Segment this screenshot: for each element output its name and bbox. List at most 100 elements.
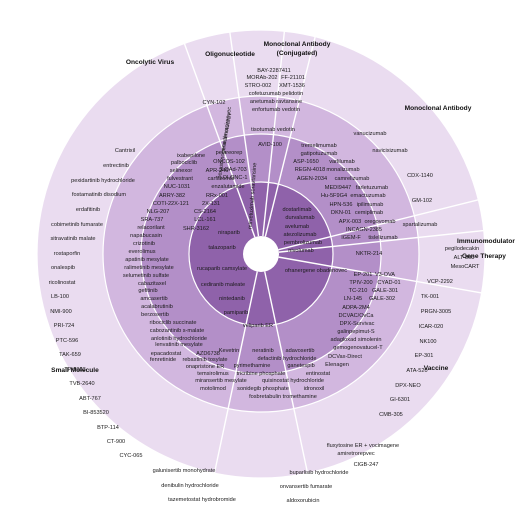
drug-label: aldoxorubicin bbox=[287, 498, 320, 504]
drug-label: PRGN-3005 bbox=[421, 309, 451, 315]
sector-divider bbox=[264, 271, 309, 474]
drug-label: galunisertib monohydrate bbox=[153, 468, 216, 474]
drug-label: TAK-659 bbox=[59, 352, 81, 358]
drug-label: LOAd-703 bbox=[221, 167, 247, 173]
drug-label: ribociclib succinate bbox=[150, 320, 197, 326]
drug-label: fulvestrant bbox=[167, 176, 193, 182]
drug-label: lenvatinib mesylate bbox=[155, 342, 203, 348]
drug-label: ABT-767 bbox=[79, 396, 101, 402]
drug-label: nivolumab bbox=[288, 248, 314, 254]
category-label: (Conjugated) bbox=[277, 50, 318, 57]
drug-label: enfortumab vedotin bbox=[252, 107, 300, 113]
drug-label: COTI-2 bbox=[153, 201, 171, 207]
drug-label: avelumab bbox=[285, 224, 309, 230]
drug-label: enzalutamide bbox=[211, 184, 244, 190]
drug-label: Kevetrin bbox=[219, 348, 240, 354]
sector-divider bbox=[278, 229, 484, 253]
sector-divider bbox=[262, 31, 286, 237]
drug-label: tricribine phosphate bbox=[237, 371, 286, 377]
drug-label: 2X-121 bbox=[171, 201, 189, 207]
drug-label: SRA-737 bbox=[141, 217, 164, 223]
drug-label: everolimus bbox=[128, 249, 155, 255]
drug-label: pexidartinib hydrochloride bbox=[71, 178, 135, 184]
sector-divider bbox=[264, 36, 316, 237]
drug-label: PTC-596 bbox=[56, 338, 78, 344]
drug-label: selumetinib sulfate bbox=[123, 273, 169, 279]
drug-label: pegilodecakin bbox=[445, 246, 479, 252]
drug-label: tislelizumab bbox=[368, 235, 397, 241]
drug-label: vanucizumab bbox=[354, 131, 387, 137]
drug-label: HPN-536 bbox=[329, 202, 352, 208]
drug-label: AGEN-2034 bbox=[297, 176, 327, 182]
drug-label: ARRY-382 bbox=[159, 193, 185, 199]
drug-label: CYC-065 bbox=[119, 453, 142, 459]
drug-label: cofetuzumab pelidotin bbox=[249, 91, 303, 97]
sector-divider bbox=[229, 32, 260, 237]
drug-label: tisotumab vedotin bbox=[251, 127, 295, 133]
drug-label: BI-853520 bbox=[83, 410, 109, 416]
drug-label: IGEM-F bbox=[341, 235, 361, 241]
drug-label: amiretrorepvec bbox=[337, 451, 375, 457]
drug-label: Cantrixil bbox=[115, 148, 135, 154]
center-hole bbox=[243, 236, 279, 272]
drug-label: CS-2164 bbox=[194, 209, 216, 215]
drug-label: pamiparib bbox=[224, 310, 249, 316]
category-label: Gene Therapy bbox=[462, 253, 506, 260]
drug-label: MEDI9447 bbox=[325, 185, 351, 191]
drug-label: ipilimumab bbox=[357, 202, 384, 208]
drug-label: sitravatinib malate bbox=[50, 236, 95, 242]
drug-label: miransertib mesylate bbox=[195, 378, 247, 384]
drug-label: pyrimethamine bbox=[234, 363, 271, 369]
drug-label: onvansertib fumarate bbox=[280, 484, 333, 490]
drug-label: NUC-1031 bbox=[164, 184, 190, 190]
drug-label: TC-210 bbox=[349, 288, 368, 294]
drug-label: temsirolimus bbox=[197, 371, 229, 377]
drug-label: NKTR-214 bbox=[356, 251, 382, 257]
drug-label: APX-003 bbox=[339, 219, 361, 225]
drug-label: adavosertib bbox=[286, 348, 315, 354]
drug-label: TPIV-200 bbox=[349, 280, 372, 286]
drug-label: NMI-900 bbox=[50, 309, 71, 315]
drug-label: farletuzumab bbox=[356, 185, 388, 191]
drug-label: denibulin hydrochloride bbox=[161, 483, 219, 489]
drug-label: CYN-102 bbox=[202, 100, 225, 106]
drug-label: niraparib bbox=[218, 230, 240, 236]
drug-label: AZD6738 bbox=[196, 351, 220, 357]
drug-label: LN-145 bbox=[344, 296, 362, 302]
drug-label: cemiplimab bbox=[355, 210, 383, 216]
drug-label: CDX-1140 bbox=[407, 173, 433, 179]
drug-label: DPX-NEO bbox=[395, 383, 421, 389]
drug-label: apatinib mesylate bbox=[125, 257, 169, 263]
drug-label: fenretinide bbox=[150, 357, 176, 363]
drug-label: TP-0903 bbox=[64, 367, 85, 373]
drug-label: entinostat bbox=[306, 371, 331, 377]
drug-label: gemogenovatucel-T bbox=[333, 345, 383, 351]
drug-label: FF-21101 bbox=[281, 75, 305, 81]
drug-label: fosbretabulin tromethamine bbox=[249, 394, 317, 400]
category-label: Monoclonal Antibody bbox=[405, 105, 472, 112]
drug-label: XMT-1536 bbox=[279, 83, 305, 89]
sector-divider bbox=[183, 43, 256, 238]
drug-label: amcasertib bbox=[140, 296, 167, 302]
drug-label: veliparib ER bbox=[243, 323, 273, 329]
drug-label: NK100 bbox=[419, 339, 436, 345]
drug-label: SHR-3162 bbox=[183, 226, 209, 232]
drug-label: entrectinib bbox=[103, 163, 129, 169]
drug-label: cabazitaxel bbox=[138, 281, 166, 287]
drug-label: atezolizumab bbox=[284, 232, 317, 238]
drug-label: LCL-161 bbox=[194, 217, 215, 223]
drug-label: relacorilant bbox=[137, 225, 165, 231]
drug-label: ralimetinib mesylate bbox=[124, 265, 173, 271]
category-label: Small Molecule bbox=[51, 367, 99, 374]
drug-label: PRI-724 bbox=[54, 323, 75, 329]
drug-label: ricolinostat bbox=[49, 280, 76, 286]
drug-label: onalespib bbox=[51, 265, 75, 271]
drug-label: motolimod bbox=[200, 386, 226, 392]
drug-label: DPX-Survivac bbox=[340, 321, 375, 327]
category-label: Oncolytic Virus bbox=[126, 59, 175, 66]
drug-label: GM-102 bbox=[412, 198, 432, 204]
drug-label: ASP-1650 bbox=[293, 159, 319, 165]
drug-label: EP-201 bbox=[354, 272, 373, 278]
